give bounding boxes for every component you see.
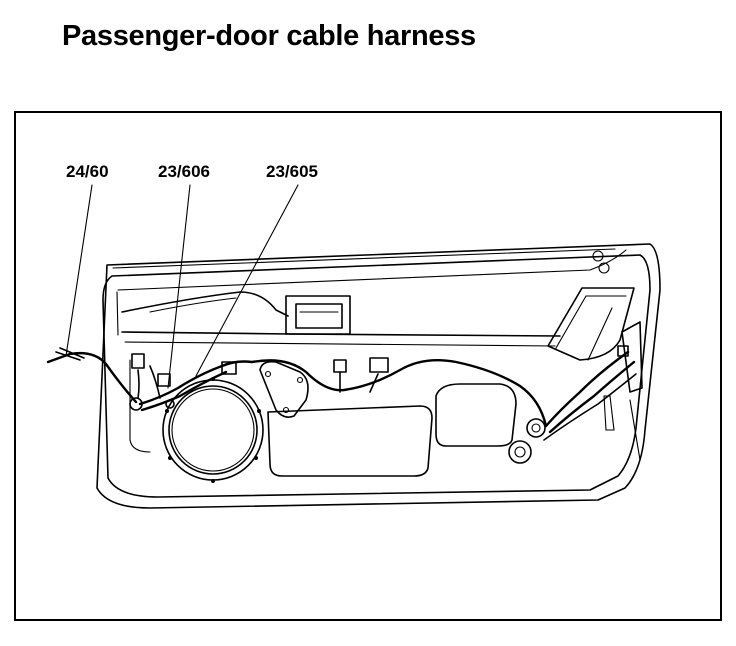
- connector-mid-right: [369, 357, 389, 373]
- diagram-frame: [14, 111, 722, 621]
- connector-23-606: [157, 373, 171, 387]
- leader-line-23-605: [195, 184, 299, 377]
- cable-harness: [46, 347, 637, 441]
- handle-recess: [285, 295, 351, 335]
- speaker: [162, 377, 264, 483]
- leader-line-24-60: [65, 184, 93, 357]
- door-shell: [96, 243, 661, 509]
- connector-rear: [617, 345, 629, 357]
- connector-24-60: [131, 353, 145, 369]
- callout-label-24-60: 24/60: [66, 162, 109, 181]
- panel-openings: [129, 359, 517, 477]
- leader-line-23-606: [167, 184, 191, 389]
- connector-23-605: [221, 361, 237, 375]
- leader-lines: [65, 184, 299, 389]
- callout-label-23-605: 23/605: [266, 162, 318, 181]
- diagram-title: Passenger-door cable harness: [62, 20, 476, 52]
- connectors: [131, 345, 629, 387]
- connector-mid: [333, 359, 347, 373]
- grommets: [129, 397, 546, 464]
- callout-label-23-606: 23/606: [158, 162, 210, 181]
- rear-pillar: [547, 287, 643, 461]
